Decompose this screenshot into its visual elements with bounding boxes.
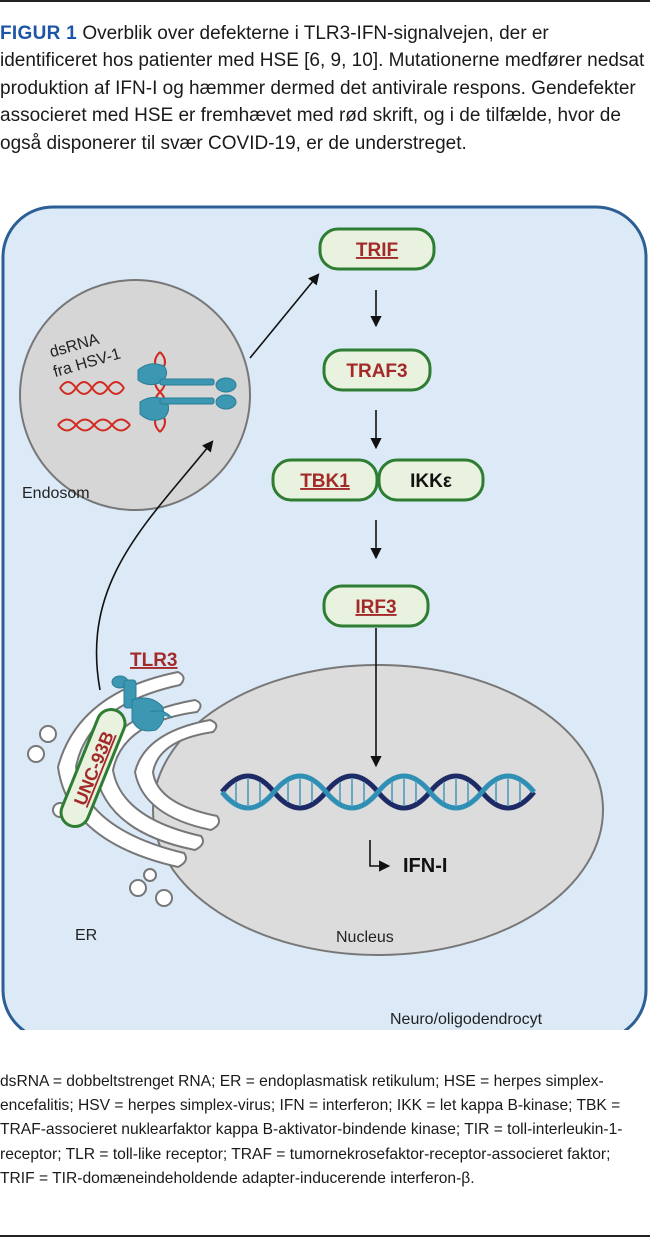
ikke-box: IKKε xyxy=(377,458,485,502)
tlr3-label: TLR3 xyxy=(130,650,178,671)
dna-base-pairs xyxy=(235,778,521,806)
irf3-label: IRF3 xyxy=(355,597,396,618)
ifn-label: IFN-I xyxy=(403,855,447,877)
trif-box: TRIF xyxy=(318,227,436,271)
tlr3-pathway-diagram: dsRNA fra HSV-1 Endosom UNC-93B TLR3 ER xyxy=(1,205,648,1030)
er-label: ER xyxy=(75,927,97,944)
figure-caption: FIGUR 1 Overblik over defekterne i TLR3-… xyxy=(0,20,648,157)
dna-helix xyxy=(220,773,536,811)
top-rule xyxy=(0,0,650,2)
pathway-arrows xyxy=(95,273,391,872)
trif-label: TRIF xyxy=(356,240,398,261)
abbreviation-footnote: dsRNA = dobbeltstrenget RNA; ER = endopl… xyxy=(0,1073,623,1187)
endosome-label: Endosom xyxy=(22,485,90,502)
tlr3-receptor-er xyxy=(111,675,173,732)
tbk1-label: TBK1 xyxy=(300,471,350,492)
traf3-label: TRAF3 xyxy=(346,361,407,382)
bottom-rule xyxy=(0,1235,650,1237)
tbk1-box: TBK1 xyxy=(271,458,379,502)
caption-text: Overblik over defekterne i TLR3-IFN-sign… xyxy=(0,23,645,154)
endosome xyxy=(19,279,251,511)
irf3-box: IRF3 xyxy=(322,584,430,628)
tlr3-receptor-endosome xyxy=(137,363,237,421)
nucleus-label: Nucleus xyxy=(336,929,394,946)
figure-label: FIGUR 1 xyxy=(0,23,78,44)
ikke-label: IKKε xyxy=(410,471,452,492)
traf3-box: TRAF3 xyxy=(322,348,432,392)
nucleus xyxy=(152,664,604,956)
cell-label: Neuro/oligodendrocyt xyxy=(390,1011,543,1028)
